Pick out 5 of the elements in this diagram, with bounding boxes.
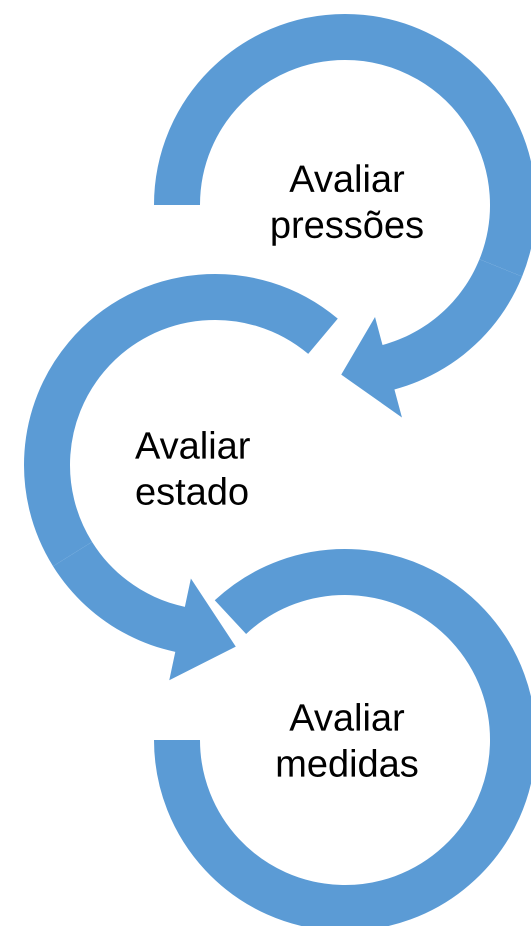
arrow [53,542,236,680]
step-label: Avaliar pressões [272,164,423,246]
step-label: Avaliar medidas [278,703,418,777]
arrow [341,259,522,418]
step-label: Avaliar estado [135,431,250,505]
